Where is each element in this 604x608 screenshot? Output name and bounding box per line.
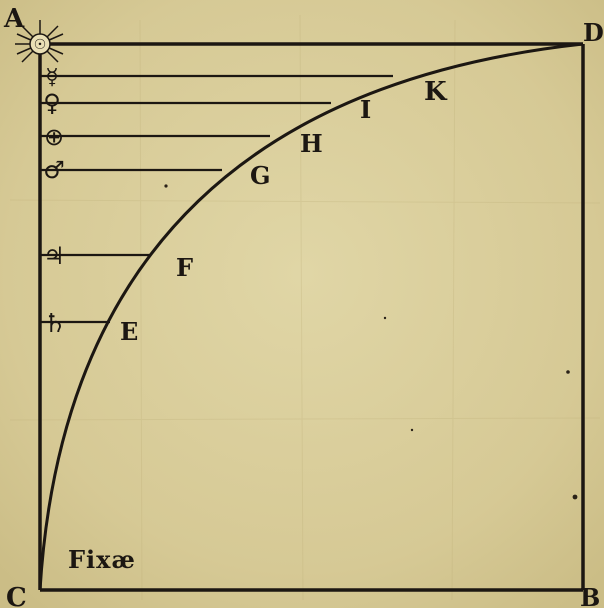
mercury-icon: ☿: [45, 65, 59, 90]
curve-label-k: K: [424, 77, 448, 107]
paper-texture: [9, 14, 601, 601]
curve-label-h: H: [300, 129, 323, 158]
ink-specks: [164, 184, 578, 500]
curve-label-g: G: [250, 161, 271, 190]
curve-label-f: F: [176, 253, 193, 282]
orbit-curve: [38, 42, 584, 591]
corner-label-c: C: [6, 583, 27, 608]
corner-label-b: B: [580, 583, 600, 608]
sun-disc: [29, 33, 51, 55]
fixed-stars-label: Fixæ: [68, 545, 136, 574]
earth-icon: ⊕: [44, 123, 64, 151]
curve-label-i: I: [360, 95, 371, 124]
venus-icon: ♀: [43, 89, 61, 117]
saturn-icon: ♄: [43, 309, 66, 339]
sun-icon: ☉: [34, 37, 47, 53]
curve-label-e: E: [120, 317, 138, 346]
jupiter-icon: ♃: [43, 242, 65, 270]
corner-label-a: A: [3, 4, 25, 34]
planet-lines: [40, 74, 393, 324]
mars-icon: ♂: [43, 156, 65, 184]
corner-label-d: D: [583, 18, 604, 47]
frame: [38, 42, 585, 592]
